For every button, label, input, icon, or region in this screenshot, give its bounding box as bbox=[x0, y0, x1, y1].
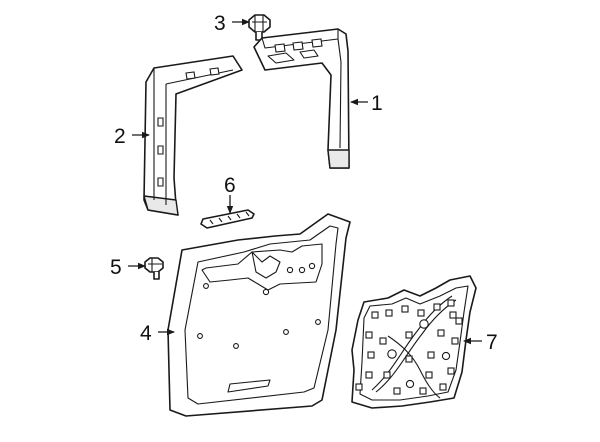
callout-4: 4 bbox=[140, 322, 152, 345]
part-3-bolt bbox=[248, 14, 271, 41]
part-4-door-panel bbox=[167, 213, 351, 417]
part-6-strip bbox=[200, 209, 255, 229]
part-5-clip bbox=[144, 257, 164, 280]
callout-2: 2 bbox=[114, 125, 126, 148]
callout-7: 7 bbox=[486, 331, 498, 354]
callout-1: 1 bbox=[371, 92, 383, 115]
callout-3: 3 bbox=[214, 12, 226, 35]
regulator-clips bbox=[355, 299, 463, 395]
part-2-upper-trim-left bbox=[143, 55, 243, 216]
callout-5: 5 bbox=[110, 256, 122, 279]
part-7-regulator bbox=[351, 275, 477, 409]
callout-6: 6 bbox=[224, 174, 236, 197]
part-1-upper-trim-right bbox=[253, 28, 350, 169]
